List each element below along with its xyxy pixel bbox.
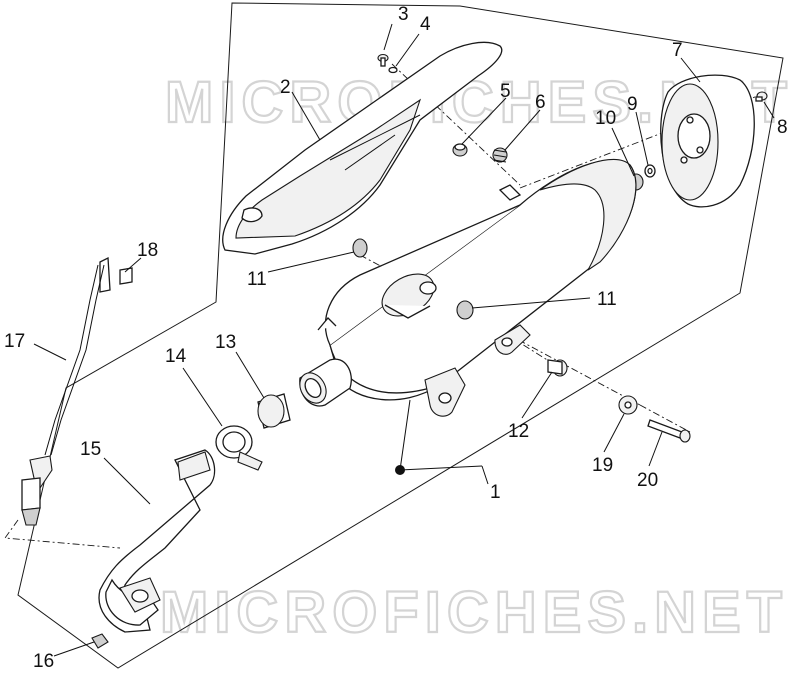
spacer-6 [492, 147, 508, 163]
washer-9 [644, 164, 656, 178]
callout-18: 18 [137, 240, 158, 261]
callout-20: 20 [637, 470, 658, 491]
header-pipe [98, 449, 216, 633]
grommet-11-upper [352, 238, 368, 258]
muffler [317, 158, 637, 417]
lambda-sensor [21, 256, 111, 526]
washer-4 [388, 66, 398, 74]
callout-1: 1 [490, 482, 501, 503]
watermark-bottom: MICROFICHES.NET [160, 580, 788, 645]
callout-15: 15 [80, 439, 101, 460]
screw-3 [377, 53, 389, 67]
callout-10: 10 [595, 108, 616, 129]
callout-3: 3 [398, 4, 409, 25]
washer-19 [618, 395, 638, 415]
bolt-20 [647, 419, 691, 443]
heat-shield [222, 41, 503, 255]
gasket-13 [257, 393, 291, 429]
callout-5: 5 [500, 81, 511, 102]
grommet-11-lower [456, 300, 474, 320]
callout-16: 16 [33, 651, 54, 672]
callout-2: 2 [280, 77, 291, 98]
callout-8: 8 [777, 117, 788, 138]
callout-13: 13 [215, 332, 236, 353]
clamp-14 [215, 425, 263, 471]
assembly-boundary [17, 2, 784, 669]
bushing-12 [547, 359, 568, 377]
screw-8 [755, 91, 768, 102]
callout-11-lower: 11 [597, 289, 617, 310]
callout-4: 4 [420, 14, 431, 35]
clip-18 [119, 267, 133, 285]
callout-19: 19 [592, 455, 613, 476]
leader-lines [33, 23, 775, 657]
callout-14: 14 [165, 346, 187, 367]
nut-16 [91, 633, 109, 649]
callout-6: 6 [535, 92, 546, 113]
end-cap [660, 74, 755, 208]
callout-9: 9 [627, 94, 638, 115]
callout-7: 7 [672, 40, 683, 61]
callout-11-upper: 11 [247, 269, 267, 290]
part-1-marker [395, 465, 405, 475]
muffler-inlet [299, 358, 352, 407]
callout-12: 12 [508, 421, 529, 442]
callout-17: 17 [4, 331, 25, 352]
callout-labels: 1 2 3 4 5 6 7 8 9 10 11 11 12 13 14 15 1… [4, 4, 788, 672]
spacer-5 [452, 143, 468, 157]
